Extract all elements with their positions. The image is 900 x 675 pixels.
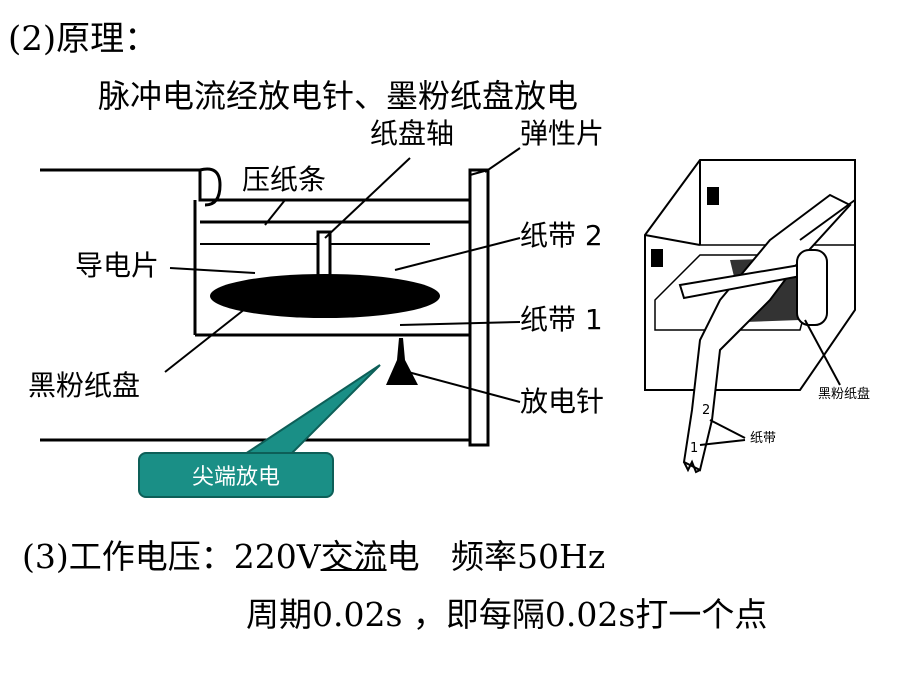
label-tape-1: 纸带 1 — [520, 303, 603, 336]
voltage-suffix: 电 频率50Hz — [386, 537, 606, 576]
label-paper-disc-axis: 纸盘轴 — [370, 117, 455, 150]
label-pressing-strip: 压纸条 — [242, 163, 327, 196]
period-line: 周期0.02s ，即每隔0.02s打一个点 — [246, 595, 768, 634]
voltage-line: (3)工作电压：220V交流电 频率50Hz — [22, 540, 605, 573]
toner-disc-shape — [210, 274, 440, 318]
right-timer-diagram — [644, 159, 856, 474]
left-timer-diagram — [40, 167, 490, 447]
label-discharge-needle: 放电针 — [520, 385, 605, 418]
section-heading: (2)原理： — [8, 19, 159, 59]
tip-discharge-callout: 尖端放电 — [138, 452, 334, 498]
label-toner-disc: 黑粉纸盘 — [28, 369, 141, 402]
label-conductive-piece: 导电片 — [75, 249, 160, 282]
voltage-ac: 交流 — [320, 537, 387, 576]
voltage-prefix: (3)工作电压：220V — [22, 537, 321, 576]
discharge-needle-shape — [386, 338, 418, 385]
label-elastic-piece: 弹性片 — [520, 117, 605, 150]
label-tape-2: 纸带 2 — [520, 219, 603, 252]
label-right-mark-2: 2 — [702, 403, 711, 418]
label-right-tape: 纸带 — [750, 431, 777, 446]
label-right-toner-disc: 黑粉纸盘 — [818, 387, 871, 402]
callout-pointer — [232, 364, 381, 461]
principle-text: 脉冲电流经放电针、墨粉纸盘放电 — [98, 77, 579, 115]
label-right-mark-1: 1 — [690, 441, 699, 456]
